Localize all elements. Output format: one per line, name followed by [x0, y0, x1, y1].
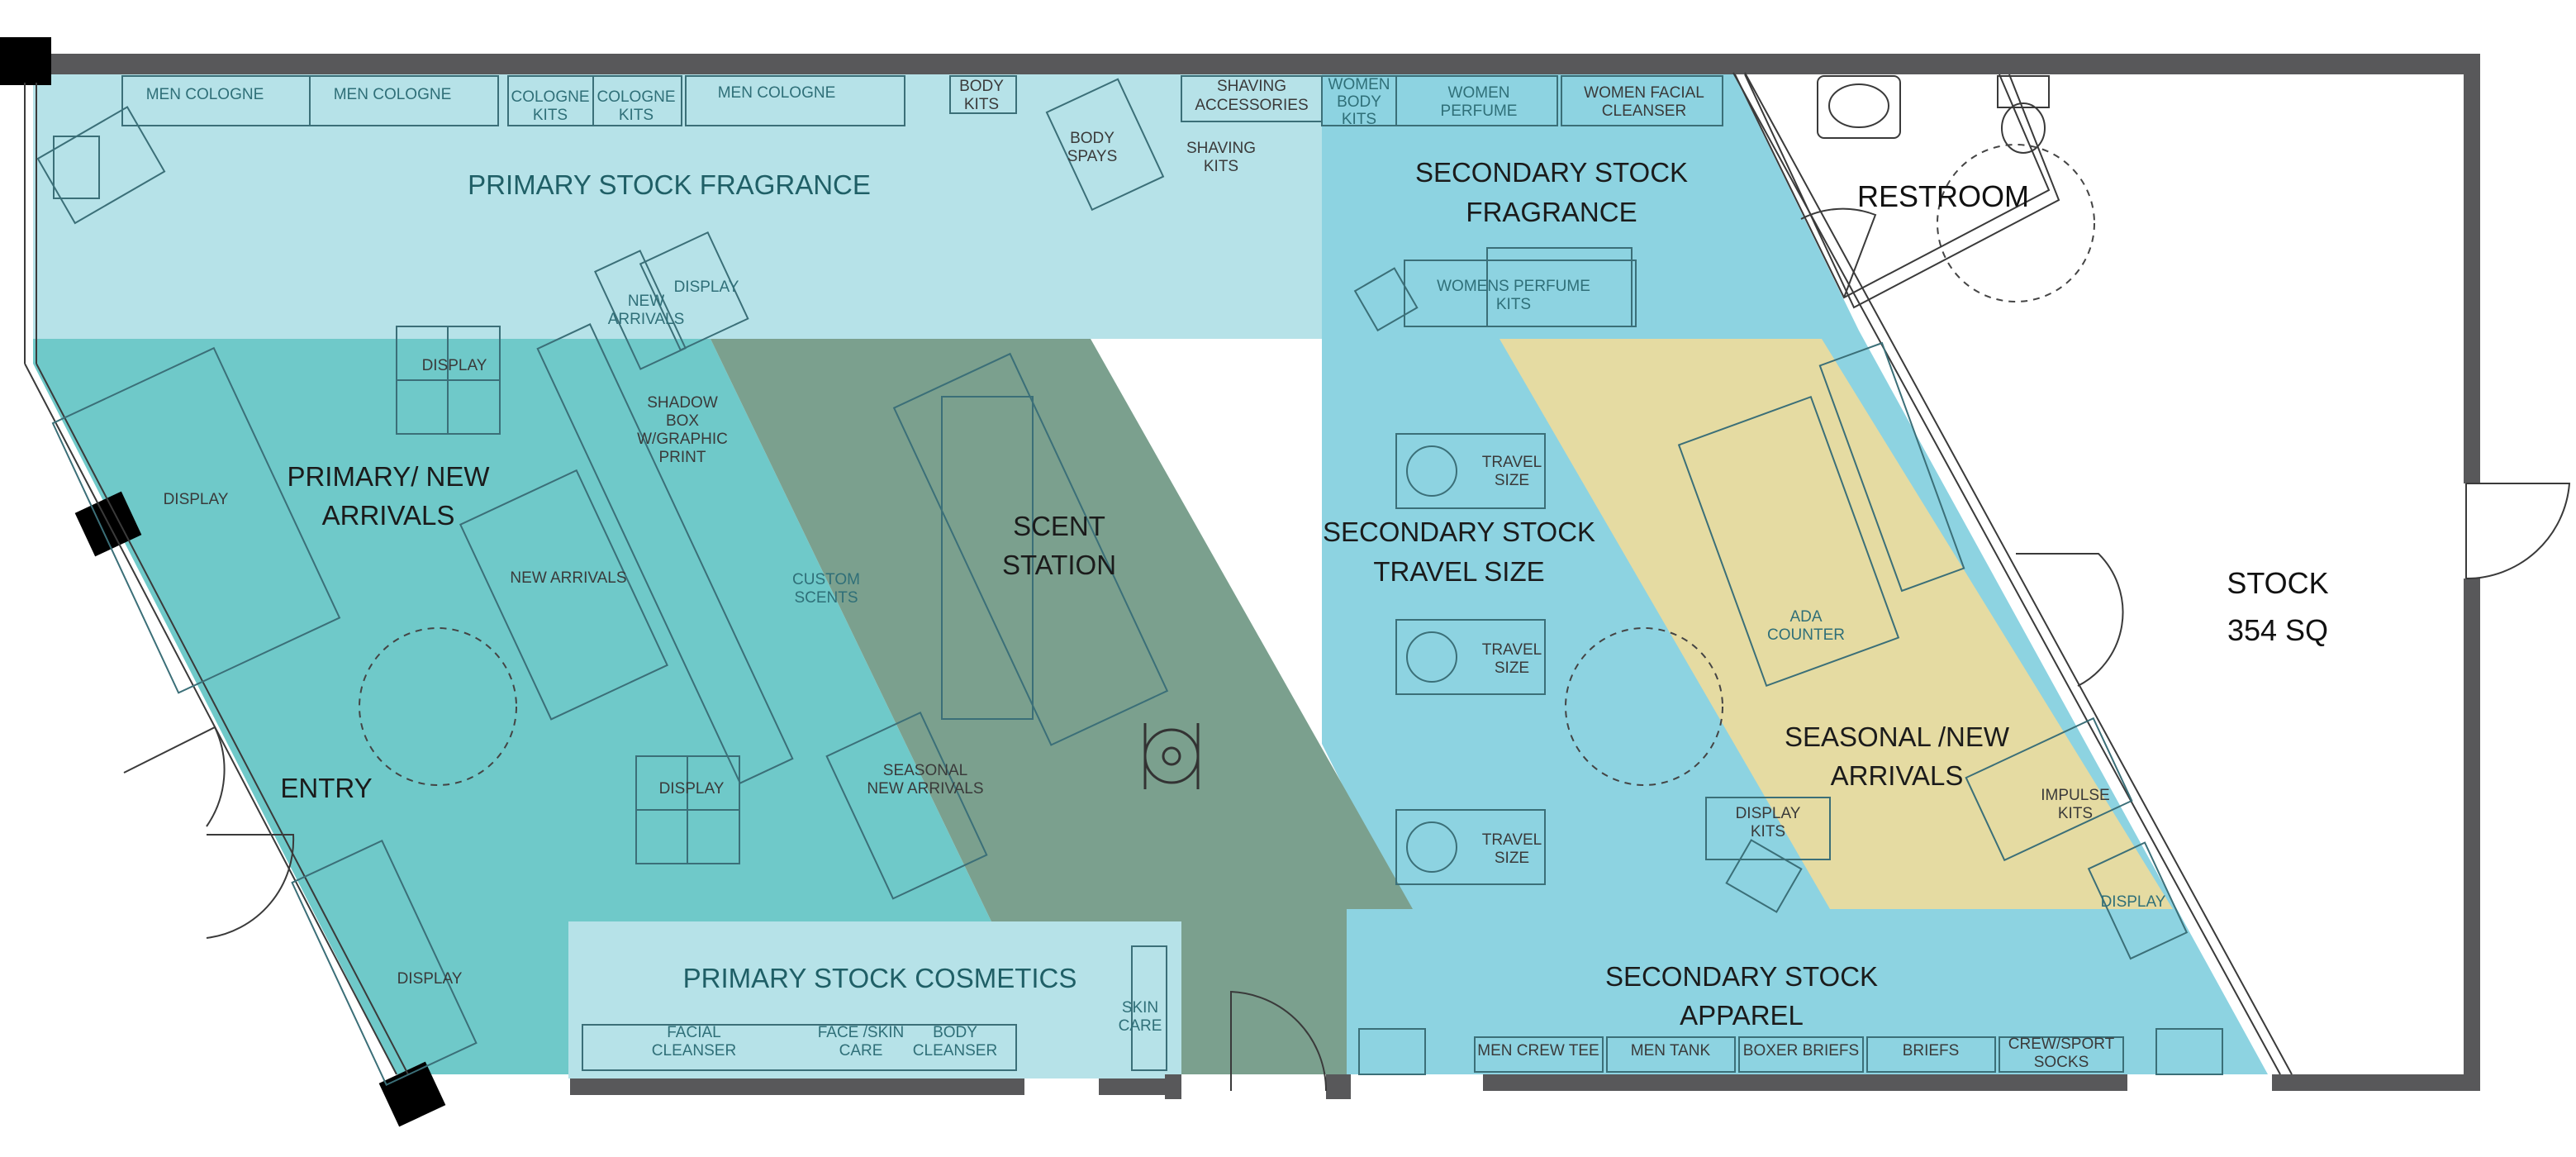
fixture-label: WOMEN [1448, 84, 1510, 102]
fixture-label: KITS [1496, 296, 1531, 313]
turning-circle-entry [359, 627, 517, 786]
fixture-label: COLOGNE [596, 88, 675, 106]
fixture-label: BODY [1070, 130, 1115, 147]
fixture-label: CARE [839, 1042, 883, 1059]
zone-label-secondary-fragrance-2: FRAGRANCE [1466, 197, 1637, 227]
room-label-stock: STOCK [2227, 566, 2328, 600]
zone-label-scent-station-1: SCENT [1013, 511, 1105, 541]
fixture-label: W/GRAPHIC [637, 431, 728, 448]
fixture-label: KITS [2058, 805, 2093, 822]
fixture-label: BODY [1337, 93, 1381, 111]
fixture-labels: MEN COLOGNE MEN COLOGNE COLOGNE KITS COL… [146, 76, 2166, 1071]
fixture-label: WOMENS PERFUME [1437, 278, 1590, 295]
fixture-label: COLOGNE [511, 88, 589, 106]
zone-label-primary-new-arrivals-1: PRIMARY/ NEW [287, 461, 490, 492]
zone-label-secondary-apparel-2: APPAREL [1680, 1000, 1804, 1031]
zone-label-primary-new-arrivals-2: ARRIVALS [322, 500, 455, 531]
zone-label-primary-stock-fragrance: PRIMARY STOCK FRAGRANCE [468, 169, 871, 200]
fixture-label: DISPLAY [2101, 893, 2166, 911]
room-label-stock-area: 354 SQ [2227, 613, 2328, 647]
fixture-label: KITS [1751, 823, 1785, 840]
fixture-label: SHAVING [1217, 78, 1286, 95]
zone-label-secondary-travel-1: SECONDARY STOCK [1323, 517, 1595, 547]
fixture-label: NEW ARRIVALS [510, 569, 626, 587]
fixture-label: ADA [1789, 608, 1822, 626]
fixture-label: SOCKS [2034, 1054, 2089, 1071]
fixture-outlines [36, 75, 2223, 1087]
zone-primary-stock-cosmetics [568, 921, 1181, 1078]
fixture-label: CLEANSER [1602, 102, 1686, 120]
fixture-label: SIZE [1495, 659, 1529, 677]
fixture-label: WOMEN [1328, 76, 1390, 93]
zone-primary-stock-fragrance [33, 73, 1322, 339]
fixture-label: SPAYS [1067, 148, 1118, 165]
fixture-label: ARRIVALS [608, 311, 685, 328]
fixture-label: KITS [533, 107, 568, 124]
fixture-label: CUSTOM [792, 571, 860, 588]
fixture-label: BODY [959, 78, 1004, 95]
zone-primary-new-arrivals [33, 339, 1181, 1074]
fixture-label: BODY [933, 1024, 977, 1041]
fixture-label: MEN CREW TEE [1477, 1042, 1599, 1059]
fixture-label: DISPLAY [674, 279, 739, 296]
turning-circle-center [1565, 627, 1723, 786]
fixture-label: BRIEFS [1903, 1042, 1960, 1059]
fixture-label: MEN COLOGNE [718, 84, 836, 102]
fixture-label: NEW [628, 293, 664, 310]
zone-label-seasonal-new-arrivals-2: ARRIVALS [1831, 760, 1964, 791]
fixture-label: TRAVEL [1482, 831, 1542, 849]
fixture-label: SEASONAL [883, 762, 967, 779]
fixture-label: SIZE [1495, 472, 1529, 489]
fixture-label: BOXER BRIEFS [1743, 1042, 1859, 1059]
fixture-label: KITS [1204, 158, 1238, 175]
fixture-label: BOX [666, 412, 699, 430]
fixture-label: ACCESSORIES [1195, 97, 1308, 114]
fixture-label: CLEANSER [913, 1042, 997, 1059]
fixture-label: DISPLAY [397, 970, 463, 988]
fixture-label: SHADOW [647, 394, 718, 412]
doors [123, 207, 2571, 1092]
fixture-label: MEN COLOGNE [146, 86, 264, 103]
room-label-entry: ENTRY [280, 773, 372, 803]
zone-label-seasonal-new-arrivals-1: SEASONAL /NEW [1785, 721, 2010, 752]
room-label-restroom: RESTROOM [1857, 179, 2029, 213]
fixture-label: CARE [1119, 1017, 1162, 1035]
zone-seasonal-new-arrivals [1499, 339, 2173, 909]
fixture-label: DISPLAY [659, 780, 725, 798]
fixture-label: CLEANSER [652, 1042, 736, 1059]
fixture-label: PERFUME [1441, 102, 1518, 120]
fixture-label: IMPULSE [2041, 787, 2109, 804]
fixture-label: NEW ARRIVALS [867, 780, 983, 798]
fixture-label: SCENTS [794, 589, 858, 607]
fixture-label: KITS [1342, 111, 1376, 128]
fixture-label: SKIN [1122, 999, 1158, 1017]
zone-label-secondary-fragrance-1: SECONDARY STOCK [1415, 157, 1688, 188]
fixture-label: MEN TANK [1631, 1042, 1711, 1059]
fixture-label: SHAVING [1186, 140, 1256, 157]
fixture-label: WOMEN FACIAL [1584, 84, 1704, 102]
fixture-label: FACIAL [667, 1024, 720, 1041]
fixture-label: TRAVEL [1482, 641, 1542, 659]
fixture-label: DISPLAY [164, 491, 229, 508]
fixture-label: TRAVEL [1482, 454, 1542, 471]
fixture-label: PRINT [659, 449, 706, 466]
zone-label-primary-stock-cosmetics: PRIMARY STOCK COSMETICS [683, 963, 1077, 993]
walls [0, 37, 2480, 1127]
fixture-label: KITS [964, 96, 999, 113]
fixture-label: CREW/SPORT [2008, 1036, 2115, 1053]
fixture-label: MEN COLOGNE [334, 86, 452, 103]
fixture-label: DISPLAY [1736, 805, 1801, 822]
restroom-fixtures [1817, 75, 2095, 302]
wheelchair-icon [1143, 723, 1200, 789]
fixture-label: SIZE [1495, 850, 1529, 867]
fixture-label: COUNTER [1767, 626, 1845, 644]
zone-label-secondary-travel-2: TRAVEL SIZE [1373, 556, 1544, 587]
fixture-label: FACE /SKIN [818, 1024, 905, 1041]
fixture-label: DISPLAY [422, 357, 487, 374]
zone-label-scent-station-2: STATION [1002, 550, 1116, 580]
fixture-label: KITS [619, 107, 654, 124]
zone-scent-station [711, 339, 1413, 1074]
zone-label-secondary-apparel-1: SECONDARY STOCK [1605, 961, 1878, 992]
